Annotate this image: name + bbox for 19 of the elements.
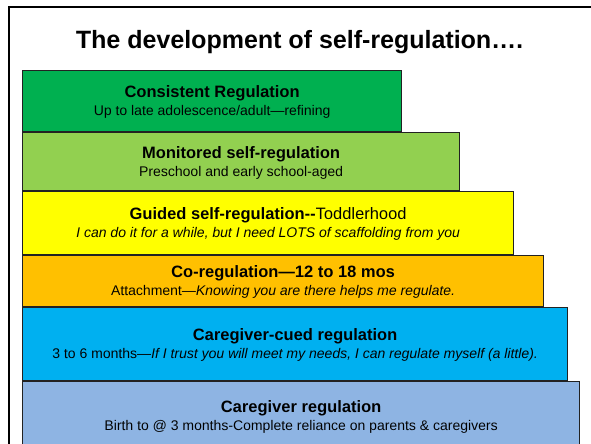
stair-step-bar bbox=[22, 307, 568, 381]
step-heading: Monitored self-regulation bbox=[142, 144, 340, 163]
step-heading: Caregiver regulation bbox=[220, 398, 382, 418]
stair-step-bar bbox=[22, 381, 580, 444]
title: The development of self-regulation…. bbox=[74, 26, 524, 55]
stair-step-bar bbox=[22, 132, 460, 191]
step-heading: Co-regulation—12 to 18 mos bbox=[171, 263, 395, 282]
step-description: Up to late adolescence/adult—refining bbox=[94, 102, 330, 119]
step-description: 3 to 6 months—If I trust you will meet my needs, I can regulate myself (a little). bbox=[52, 345, 538, 362]
step-heading: Guided self-regulation--Toddlerhood bbox=[130, 205, 406, 224]
step-heading: Caregiver-cued regulation bbox=[192, 326, 398, 346]
step-description: Attachment—Knowing you are there helps me regulate. bbox=[111, 282, 455, 299]
stair-step-bar bbox=[22, 191, 514, 255]
step-description: Birth to @ 3 months-Complete reliance on parents & caregivers bbox=[104, 417, 498, 434]
step-description: Preschool and early school-aged bbox=[139, 162, 343, 180]
step-heading: Consistent Regulation bbox=[124, 83, 300, 102]
step-description: I can do it for a while, but I need LOTS of scaffolding from you bbox=[76, 224, 460, 241]
stair-step-bar bbox=[22, 255, 544, 307]
stair-step-bar bbox=[22, 70, 402, 132]
